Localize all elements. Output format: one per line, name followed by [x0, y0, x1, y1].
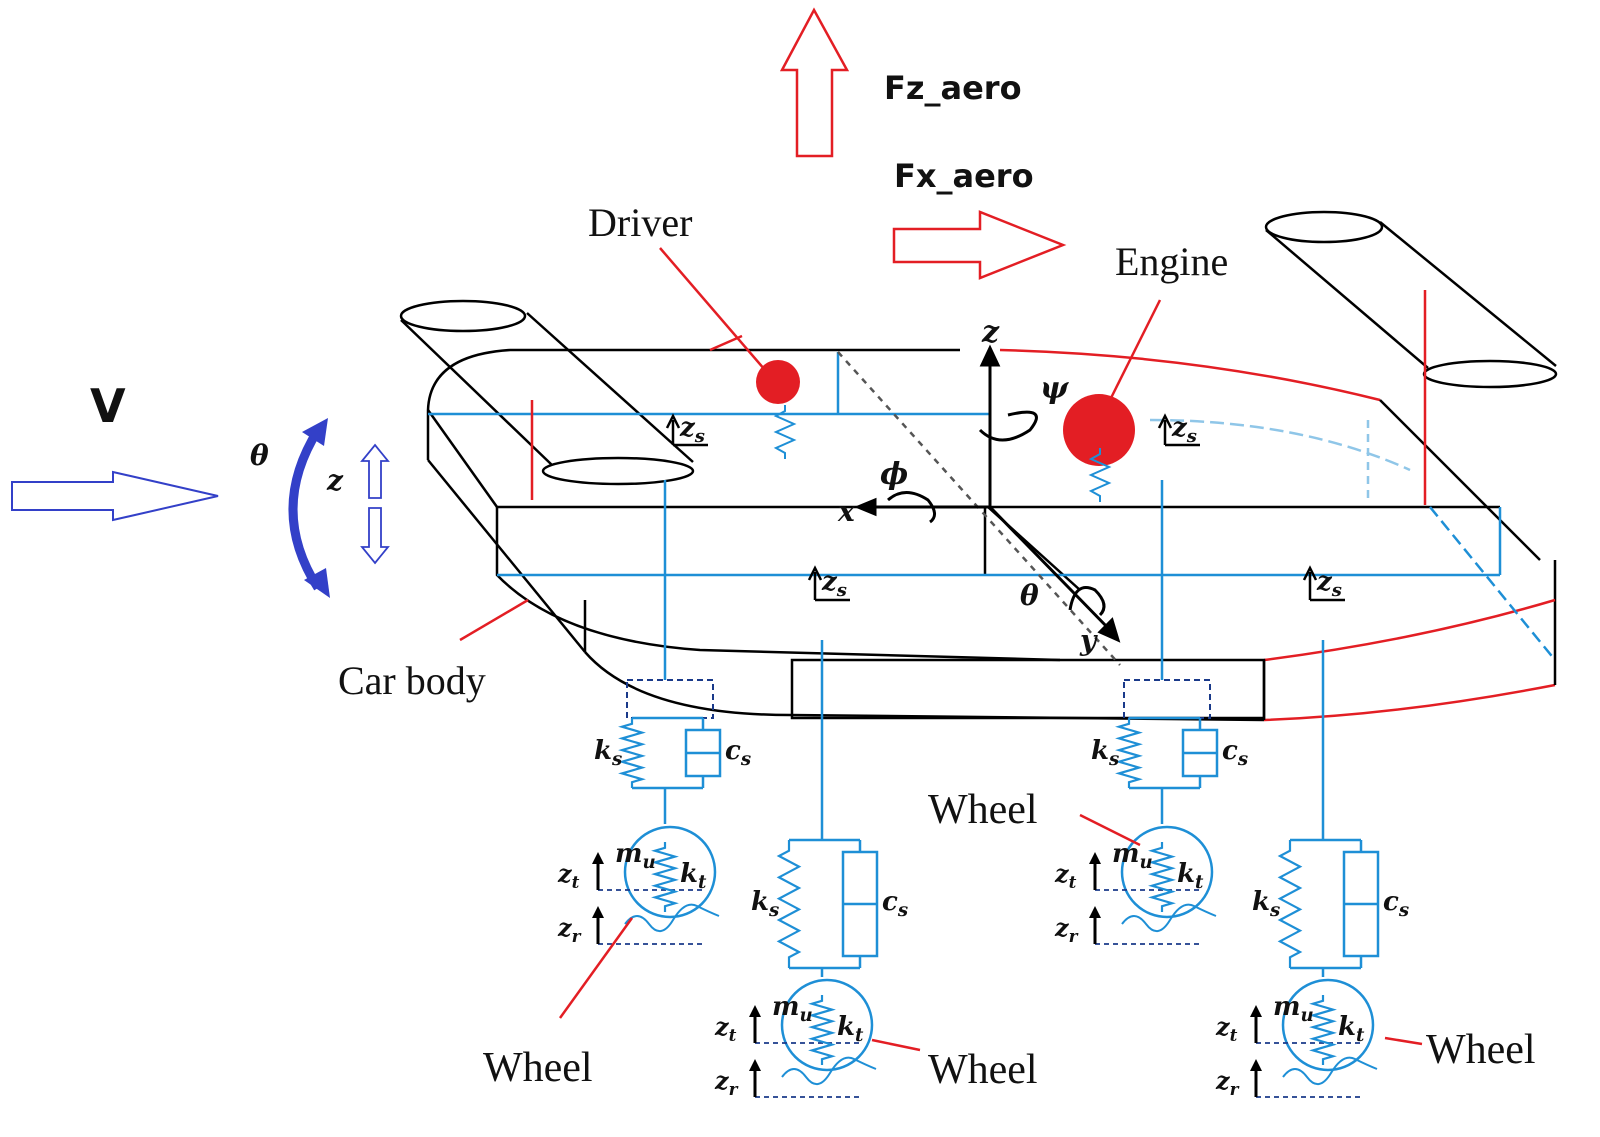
zr-arrowhead-3: [1089, 906, 1101, 918]
heave-symbol: z: [326, 464, 344, 497]
car-body-pointer: [459, 598, 529, 642]
engine-label: Engine: [1115, 239, 1228, 284]
axis-z-label: z: [981, 315, 1000, 350]
zs-label-1: zs: [679, 413, 705, 447]
zr-arrowhead-4: [1250, 1059, 1262, 1071]
heave-arrows: [360, 443, 390, 565]
kt-spring-2: [808, 995, 836, 1065]
zt-arrowhead-1: [592, 852, 604, 864]
zr-label-3: zr: [1054, 913, 1079, 946]
suspension-corner-2: [749, 640, 879, 1098]
wheel-pointer-1: [558, 917, 634, 1019]
road-profile-4: [1282, 1056, 1378, 1085]
velocity-arrow: [11, 470, 219, 522]
wheel-circle-1: [623, 825, 717, 919]
axis-y-label: y: [1079, 624, 1098, 657]
wheel-label-2: Wheel: [928, 1047, 1038, 1093]
axis-x-label: x: [837, 495, 855, 528]
theta-pitch-symbol: θ: [1020, 579, 1039, 612]
wheel-pointer-2: [871, 1038, 921, 1052]
road-profile-3: [1121, 903, 1217, 932]
velocity-label: V: [90, 379, 126, 433]
kt-spring-1: [651, 842, 679, 912]
engine-mass: [1063, 394, 1135, 466]
ks-spring-4: [1277, 840, 1303, 968]
cs-label-1: cs: [725, 736, 751, 770]
suspension-corner-4: [1250, 640, 1380, 1098]
zt-arrowhead-4: [1250, 1005, 1262, 1017]
zt-label-2: zt: [714, 1012, 737, 1045]
wheel-label-3: Wheel: [928, 787, 1038, 833]
mu-label-4: mu: [1273, 992, 1314, 1026]
cs-label-2: cs: [882, 887, 908, 921]
zt-arrowhead-2: [749, 1005, 761, 1017]
wheel-circle-4: [1281, 978, 1375, 1072]
road-profile-1: [624, 903, 720, 932]
theta-symbol: θ: [250, 439, 269, 472]
psi-symbol: ψ: [1040, 371, 1070, 406]
suspension-corner-1: [592, 480, 722, 945]
driver-mass: [756, 360, 800, 404]
driver-pointer: [659, 247, 766, 371]
wheel-circle-3: [1120, 825, 1214, 919]
zt-label-1: zt: [557, 859, 580, 892]
mount-box-1: [626, 679, 714, 719]
ks-spring-1: [618, 718, 646, 788]
zr-label-1: zr: [557, 913, 582, 946]
mu-label-2: mu: [772, 992, 813, 1026]
zr-label-4: zr: [1215, 1066, 1240, 1099]
ks-label-2: ks: [751, 887, 779, 921]
ks-label-3: ks: [1091, 736, 1119, 770]
zs-label-2: zs: [1171, 413, 1197, 447]
cs-label-3: cs: [1222, 736, 1248, 770]
zs-markers: [665, 413, 1345, 602]
ks-spring-2: [776, 840, 802, 968]
mount-box-3: [1123, 679, 1211, 719]
suspension-corner-3: [1089, 480, 1219, 945]
fz-aero-arrow: [779, 7, 850, 158]
mu-label-1: mu: [615, 839, 656, 873]
ks-label-4: ks: [1252, 887, 1280, 921]
pitch-rotation-arrow: [288, 418, 330, 598]
wheel-circle-2: [780, 978, 874, 1072]
mu-label-3: mu: [1112, 839, 1153, 873]
kt-label-3: kt: [1177, 859, 1204, 893]
driver-label: Driver: [588, 200, 692, 245]
kt-spring-4: [1309, 995, 1337, 1065]
kt-label-1: kt: [680, 859, 707, 893]
kt-spring-3: [1148, 842, 1176, 912]
driver-pointer-lower: [709, 334, 743, 352]
zr-label-2: zr: [714, 1066, 739, 1099]
zr-arrowhead-1: [592, 906, 604, 918]
coordinate-axes: [854, 344, 1121, 643]
rear-wing: [1264, 210, 1558, 389]
zr-arrowhead-2: [749, 1059, 761, 1071]
fx-aero-label: Fx_aero: [894, 157, 1034, 195]
zt-arrowhead-3: [1089, 852, 1101, 864]
wheel-pointer-3: [1079, 813, 1141, 847]
ks-spring-3: [1115, 718, 1143, 788]
zs-labels: zs zs zs zs: [679, 413, 1342, 601]
red-marker-lines: [530, 290, 1427, 505]
engine-pointer: [1108, 299, 1162, 401]
front-wing: [399, 299, 695, 486]
car-body-label: Car body: [338, 658, 486, 703]
ks-label-1: ks: [594, 736, 622, 770]
wheel-pointer-4: [1384, 1036, 1423, 1046]
kt-label-2: kt: [837, 1012, 864, 1046]
cs-label-4: cs: [1383, 887, 1409, 921]
kt-label-4: kt: [1338, 1012, 1365, 1046]
wheel-label-4: Wheel: [1426, 1027, 1536, 1073]
zs-label-3: zs: [821, 567, 847, 601]
phi-symbol: ϕ: [880, 457, 908, 492]
road-profile-2: [781, 1056, 877, 1085]
fz-aero-label: Fz_aero: [884, 69, 1022, 107]
zt-label-4: zt: [1215, 1012, 1238, 1045]
wheel-label-1: Wheel: [483, 1045, 593, 1091]
zt-label-3: zt: [1054, 859, 1077, 892]
fx-aero-arrow: [892, 210, 1067, 280]
zs-label-4: zs: [1316, 567, 1342, 601]
